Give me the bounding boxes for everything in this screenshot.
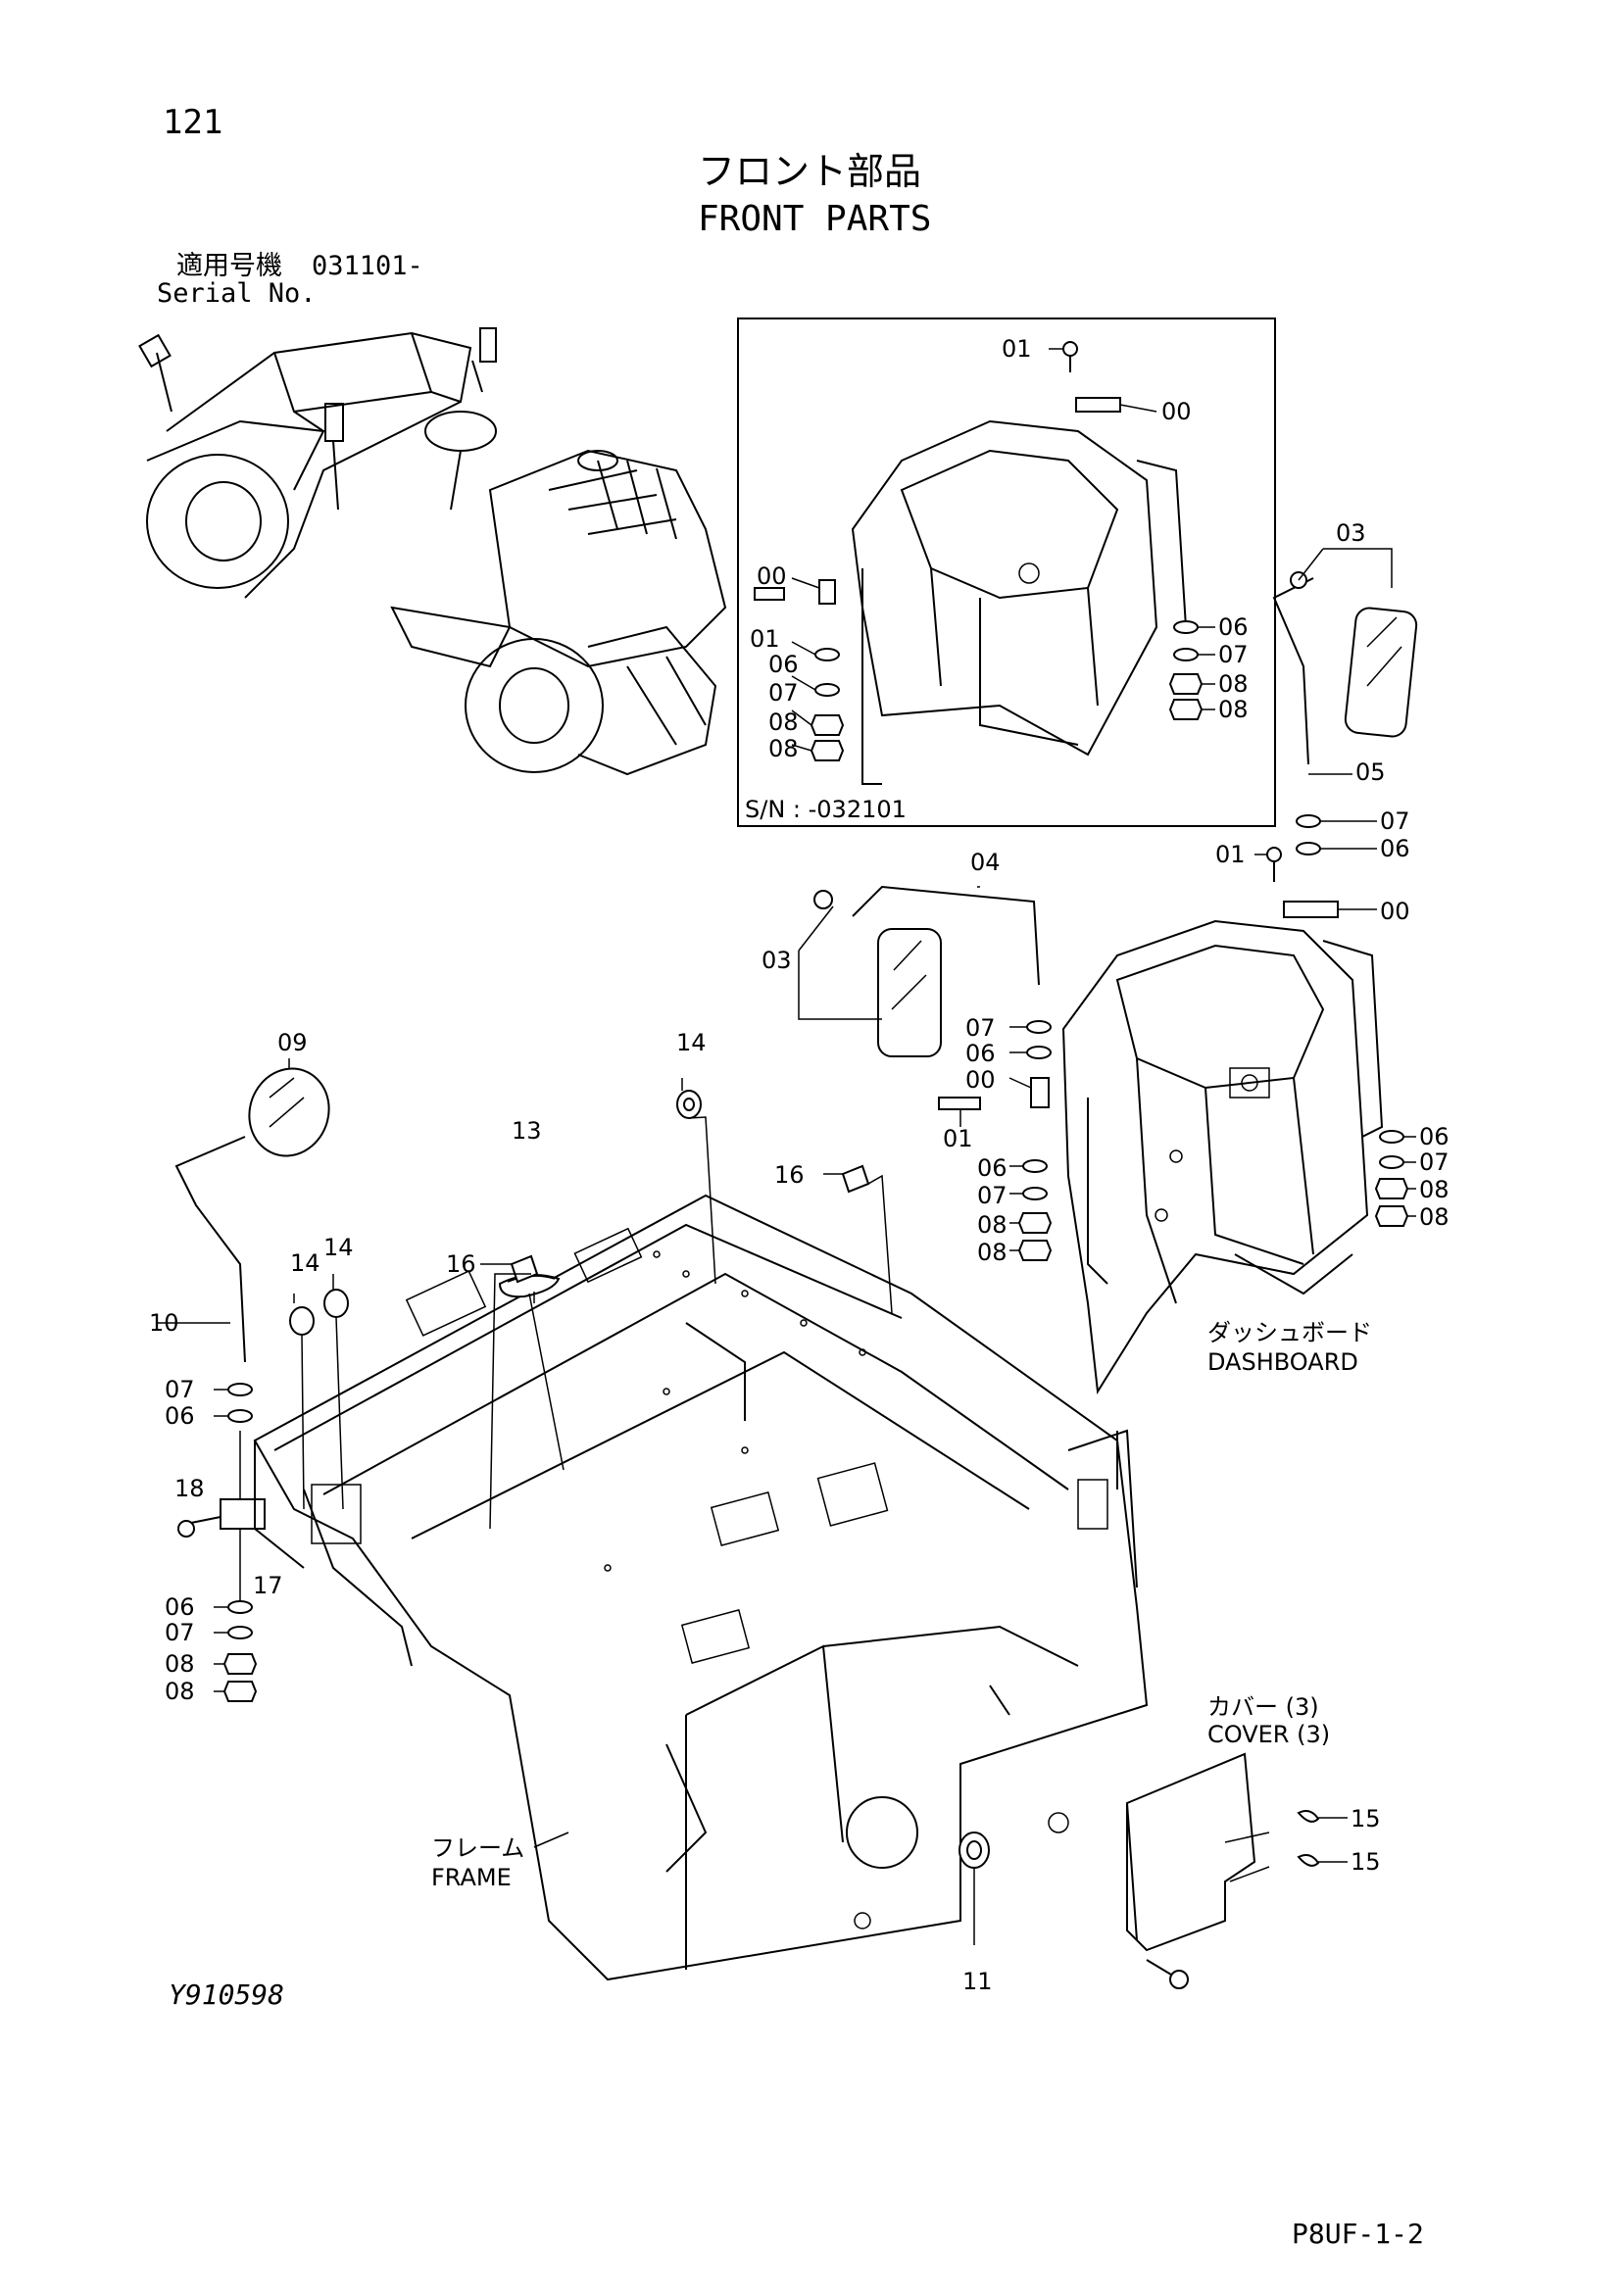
middle-mirror-assembly [798, 885, 1053, 1261]
right-mirror-assembly [1254, 548, 1418, 918]
callout-left-07b: 07 [165, 1619, 195, 1646]
callout-mid-08a: 08 [977, 1211, 1008, 1239]
callout-inset-07-left: 07 [768, 679, 799, 707]
callout-inset-00-top: 00 [1161, 398, 1192, 425]
title-japanese: フロント部品 [698, 150, 922, 193]
cover-label-english: COVER (3) [1207, 1721, 1330, 1748]
callout-left-18: 18 [174, 1475, 205, 1502]
frame-leader [533, 1832, 569, 1848]
callout-right-05: 05 [1355, 758, 1386, 786]
callout-14c: 14 [323, 1234, 354, 1261]
callout-dash-08b: 08 [1419, 1203, 1450, 1231]
callout-mid-03: 03 [762, 947, 792, 974]
figure-id: Y910598 [169, 1978, 285, 2011]
frame-label-japanese: フレーム [431, 1834, 524, 1862]
callout-left-08b: 08 [165, 1678, 195, 1705]
inset-old-serial-box [737, 318, 1276, 827]
callout-14b: 14 [290, 1249, 320, 1277]
callout-mid-06a: 06 [965, 1040, 996, 1067]
callout-15b: 15 [1351, 1848, 1381, 1876]
callout-dash-08a: 08 [1419, 1176, 1450, 1203]
serial-label-japanese: 適用号機 [176, 251, 282, 281]
callout-16a: 16 [774, 1161, 805, 1189]
callout-left-17: 17 [253, 1572, 283, 1599]
callout-left-09: 09 [277, 1029, 308, 1056]
callout-left-06b: 06 [165, 1593, 195, 1621]
callout-inset-08-right-a: 08 [1218, 670, 1249, 698]
title-english: FRONT PARTS [698, 199, 932, 239]
serial-value: 031101- [312, 251, 423, 281]
page-code: P8UF-1-2 [1292, 2218, 1424, 2250]
callout-inset-07-right: 07 [1218, 641, 1249, 668]
callout-numbers: 01 00 00 01 06 07 08 08 06 07 08 08 S/N … [149, 335, 1450, 1995]
callout-inset-01-top: 01 [1002, 335, 1032, 363]
callout-inset-08-left-b: 08 [768, 735, 799, 762]
inset-serial-note: S/N : -032101 [745, 796, 907, 823]
dashboard-label-english: DASHBOARD [1207, 1348, 1358, 1376]
callout-inset-08-right-b: 08 [1218, 696, 1249, 723]
area-labels: ダッシュボード DASHBOARD カバー (3) COVER (3) フレーム… [431, 1319, 1372, 1891]
callout-right-07: 07 [1380, 807, 1410, 835]
page-number: 121 [163, 103, 223, 142]
callout-right-00: 00 [1380, 898, 1410, 925]
callout-13: 13 [512, 1117, 542, 1145]
callout-11: 11 [962, 1968, 993, 1995]
callout-mid-04: 04 [970, 849, 1001, 876]
rubber-grommets-and-bushings [289, 1078, 990, 1945]
callout-inset-06-left: 06 [768, 651, 799, 678]
callout-inset-01-left: 01 [750, 625, 780, 653]
callout-right-06: 06 [1380, 835, 1410, 862]
left-mirror-assembly [157, 1058, 330, 1702]
callout-mid-08b: 08 [977, 1239, 1008, 1266]
callout-left-07: 07 [165, 1376, 195, 1403]
callout-inset-06-right: 06 [1218, 613, 1249, 641]
cover-illustration [1126, 1752, 1348, 1989]
callout-16b: 16 [446, 1250, 476, 1278]
callout-mid-00: 00 [965, 1066, 996, 1094]
callout-15a: 15 [1351, 1805, 1381, 1832]
serial-label-english: Serial No. [157, 278, 317, 309]
callout-mid-07a: 07 [965, 1014, 996, 1042]
callout-mid-01: 01 [943, 1125, 973, 1152]
callout-right-01: 01 [1215, 841, 1246, 868]
callout-left-10: 10 [149, 1309, 179, 1337]
callout-left-06: 06 [165, 1402, 195, 1430]
callout-14a: 14 [676, 1029, 707, 1056]
dashboard-illustration [1061, 919, 1416, 1394]
callout-dash-07: 07 [1419, 1148, 1450, 1176]
callout-inset-08-left-a: 08 [768, 708, 799, 736]
frame-label-english: FRAME [431, 1864, 512, 1891]
dashboard-label-japanese: ダッシュボード [1207, 1319, 1372, 1346]
callout-dash-06: 06 [1419, 1123, 1450, 1150]
callout-mid-06b: 06 [977, 1154, 1008, 1182]
callout-left-08a: 08 [165, 1650, 195, 1678]
callout-right-03: 03 [1336, 519, 1366, 547]
cover-label-japanese: カバー (3) [1207, 1693, 1319, 1721]
callout-mid-07b: 07 [977, 1182, 1008, 1209]
machine-overview-illustration [138, 327, 727, 776]
frame-illustration [253, 1194, 1149, 1981]
callout-inset-00-left: 00 [757, 562, 787, 590]
